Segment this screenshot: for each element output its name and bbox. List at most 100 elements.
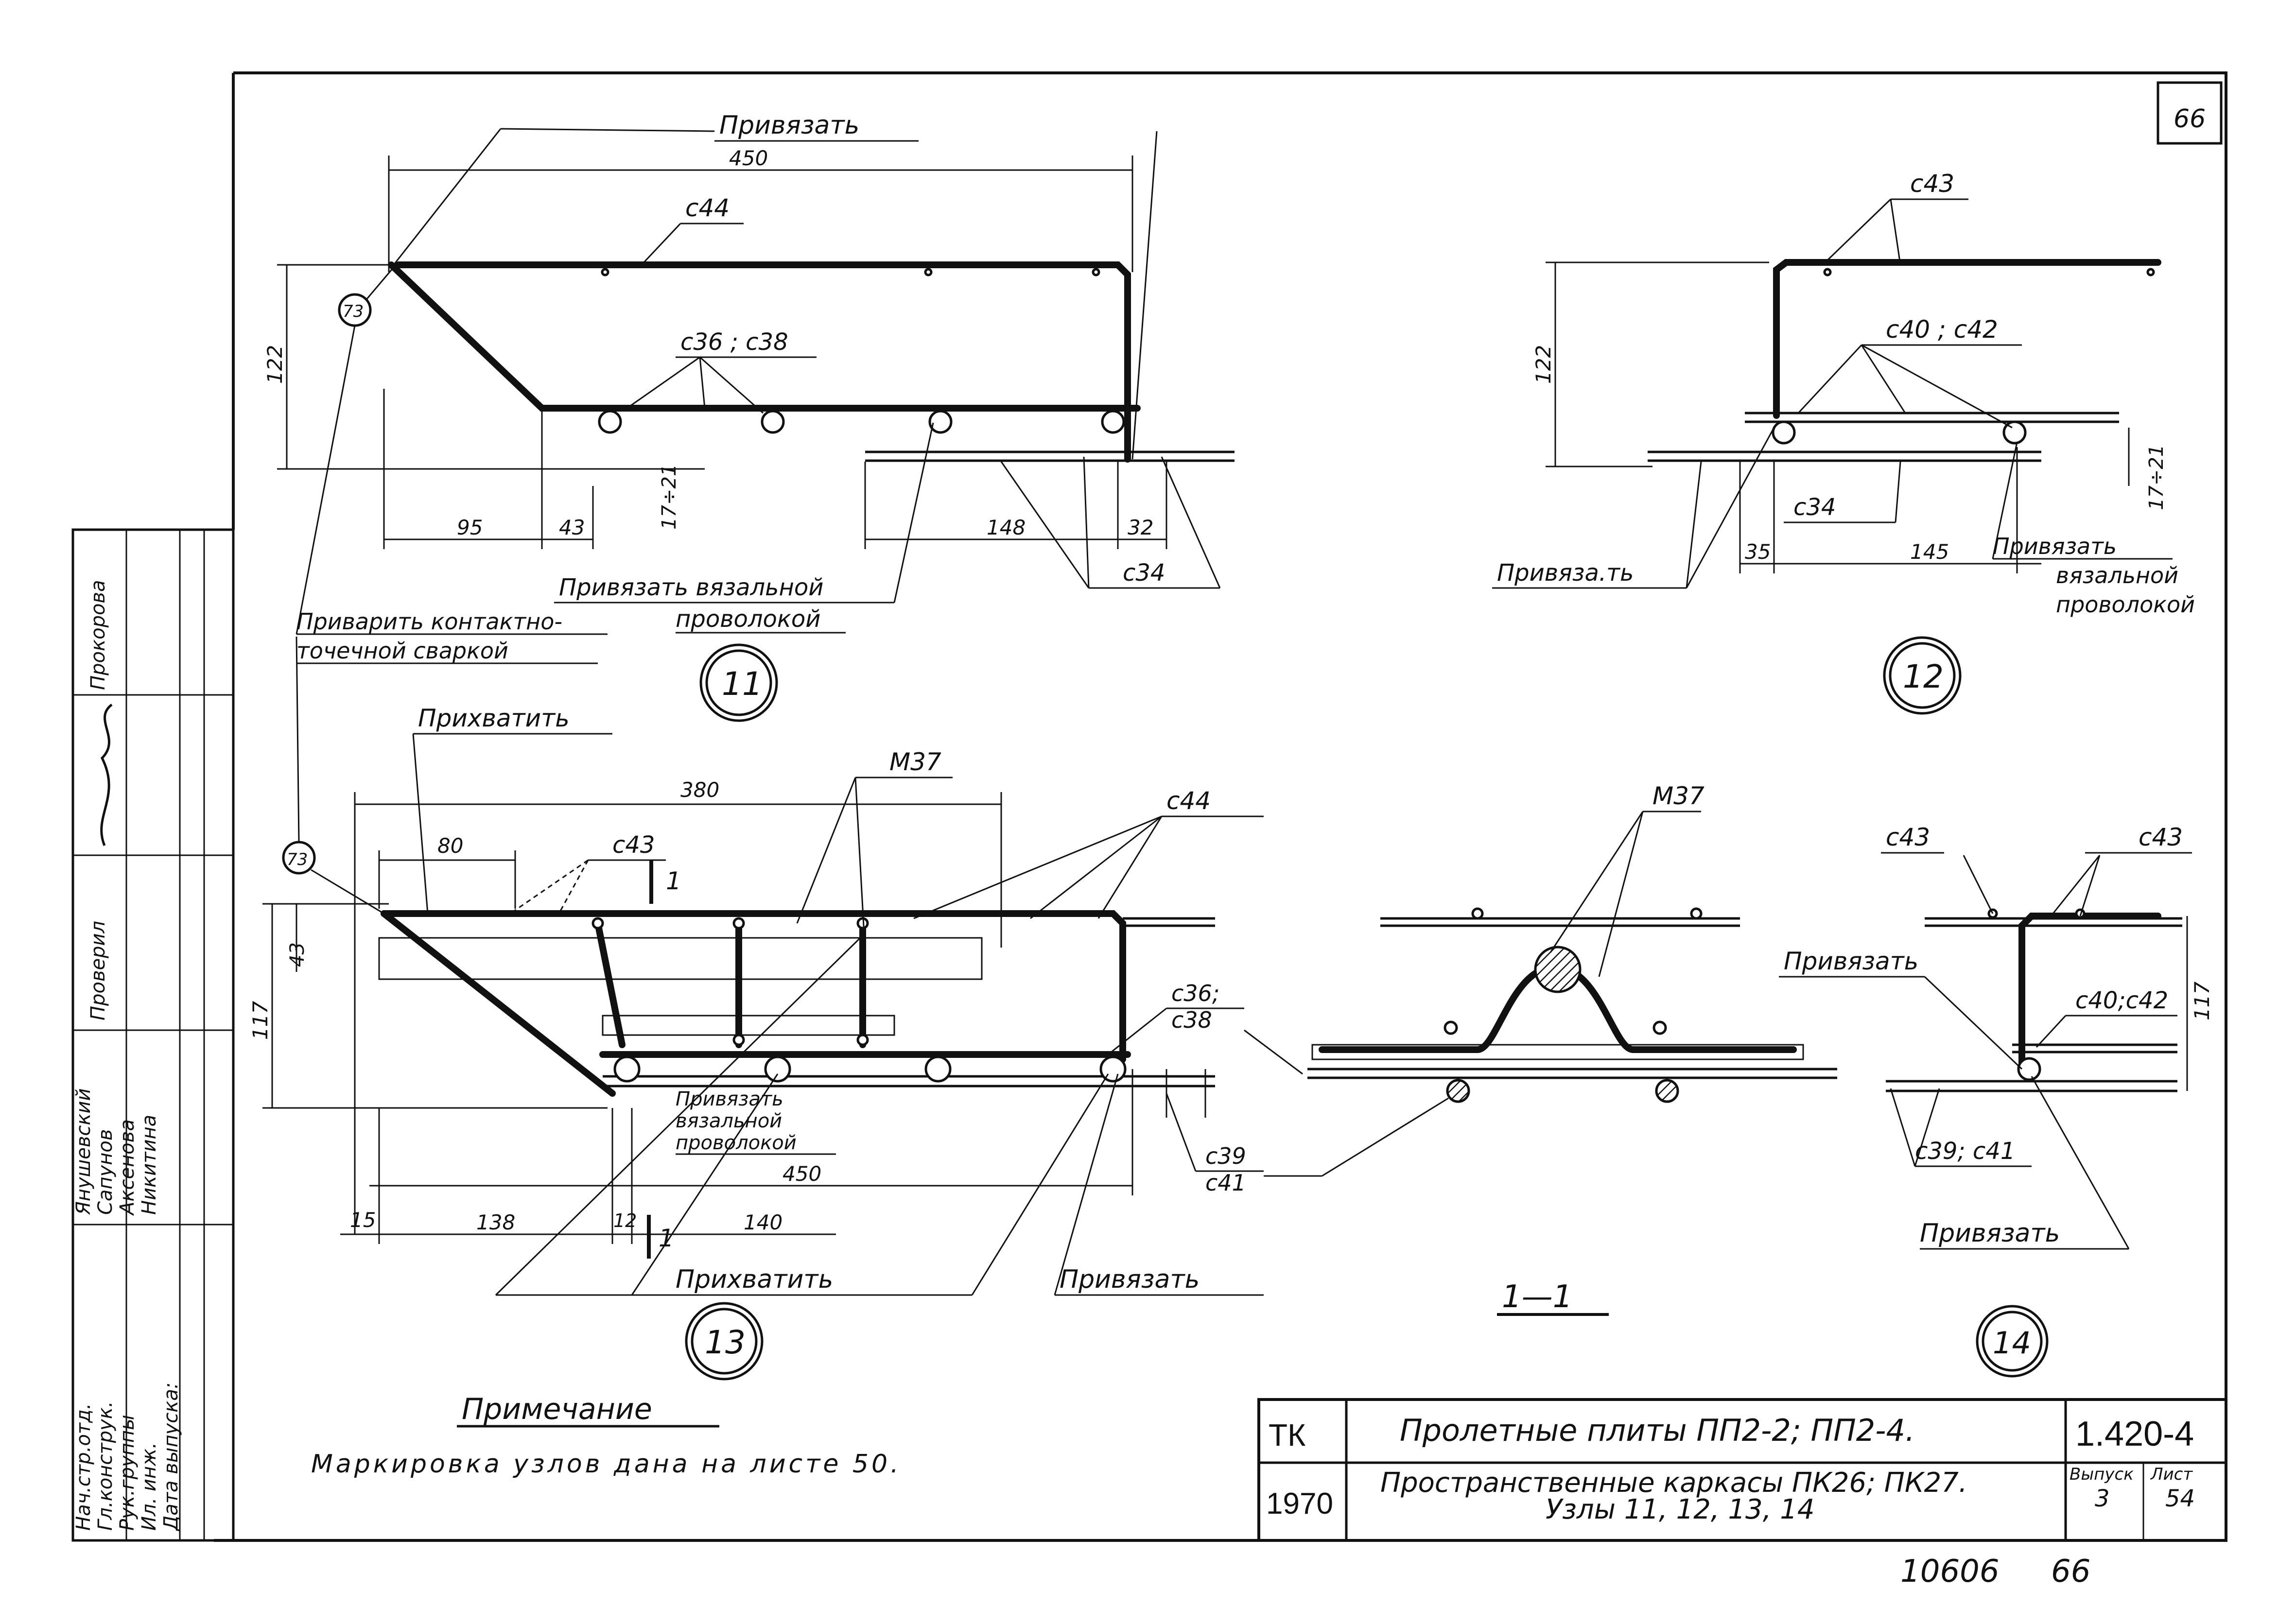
n12-label-c43: c43 — [1910, 170, 1954, 198]
title-issue-value: 3 — [2095, 1485, 2110, 1512]
stamp-checked-label: Проверил — [87, 921, 109, 1020]
n13-tie-1: Привязать — [676, 1088, 783, 1110]
title-issue-label: Выпуск — [2070, 1465, 2134, 1484]
n13-grab-bottom: Прихватить — [676, 1265, 833, 1294]
n12-dim-122: 122 — [1531, 345, 1555, 384]
n14-label-c43-left: c43 — [1886, 823, 1930, 851]
title-line-2: Пространственные каркасы ПК26; ПК27. — [1380, 1467, 1967, 1499]
n11-dim-148: 148 — [987, 516, 1026, 539]
n11-note-tie-1: Привязать вязальной — [559, 574, 823, 601]
n13-dim-138: 138 — [476, 1210, 515, 1234]
stamp-name-3: Аксенова — [116, 1119, 139, 1216]
stamp-role-4: Ил. инж. — [138, 1442, 160, 1531]
title-year: 1970 — [1266, 1487, 1333, 1521]
n11-dim-122: 122 — [263, 345, 287, 384]
n12-dim-17-21: 17÷21 — [2145, 445, 2168, 510]
footer-page-number: 66 — [2051, 1554, 2090, 1590]
n13-section-mark-top: 1 — [666, 867, 681, 895]
n12-dim-35: 35 — [1745, 540, 1771, 564]
n13-label-c39: c39 — [1205, 1143, 1246, 1169]
signature-mark — [100, 704, 113, 846]
n13-dim-380: 380 — [680, 778, 719, 802]
n13-label-c43: c43 — [612, 831, 655, 859]
n14-label-c40-c42: c40;c42 — [2075, 987, 2168, 1014]
n12-dim-145: 145 — [1910, 540, 1949, 564]
n11-label-c36-c38: c36 ; c38 — [680, 328, 788, 356]
n13-label-c41: c41 — [1205, 1170, 1246, 1196]
section-1-1-label: 1—1 — [1502, 1279, 1572, 1315]
stamp-role-1: Нач.стр.отд. — [72, 1403, 95, 1531]
node-13-label: 13 — [705, 1324, 746, 1361]
n13-tie-2: вязальной — [676, 1110, 782, 1132]
n12-label-c40-c42: c40 ; c42 — [1886, 315, 1998, 344]
n13-label-c36: c36; — [1171, 980, 1219, 1006]
n13-label-c38: c38 — [1171, 1007, 1212, 1033]
n13-dim-140: 140 — [744, 1210, 783, 1234]
note-heading: Примечание — [462, 1392, 652, 1426]
node-14-detail: c43 c43 Привязать c40;c42 117 c39; c41 П… — [1779, 823, 2214, 1378]
n12-tie-right-1: Привязать — [1993, 533, 2117, 559]
n13-section-mark-bottom: 1 — [659, 1224, 674, 1252]
n11-note-tie-2: проволокой — [676, 605, 820, 633]
stamp-role-3: Рук.группы — [116, 1415, 139, 1531]
n11-dim-95: 95 — [457, 516, 483, 539]
n13-dim-15: 15 — [350, 1208, 376, 1232]
n13-dim-450: 450 — [783, 1162, 821, 1186]
stamp-name-4: Никитина — [138, 1115, 160, 1215]
n11-dim-43: 43 — [559, 516, 585, 539]
title-block: ТК 1970 Пролетные плиты ПП2-2; ПП2-4. Пр… — [1257, 1398, 2227, 1542]
stamp-name-1: Янушевский — [72, 1088, 95, 1215]
n13-grab-top: Прихватить — [418, 704, 570, 732]
title-line-3: Узлы 11, 12, 13, 14 — [1546, 1494, 1815, 1525]
n13-label-c44: c44 — [1166, 787, 1211, 815]
n13-dim-117: 117 — [248, 1001, 272, 1040]
title-doc-number: 1.420-4 — [2075, 1415, 2194, 1453]
s11-label-m37: M37 — [1652, 782, 1705, 810]
n13-label-m37: M37 — [889, 748, 941, 776]
n12-label-c34: c34 — [1793, 494, 1836, 521]
n11-note-weld-1: Приварить контактно- — [296, 608, 562, 635]
n11-note-weld-2: точечной сваркой — [296, 638, 508, 664]
n14-tie-bottom: Привязать — [1920, 1219, 2060, 1248]
n12-tie-right-3: проволокой — [2056, 591, 2195, 618]
node-11-label: 11 — [722, 665, 763, 703]
n14-tie-top: Привязать — [1784, 947, 1918, 975]
footer-archive-number: 10606 — [1900, 1554, 2000, 1590]
note-block: Примечание Маркировка узлов дана на лист… — [311, 1392, 902, 1479]
node-12-detail: c43 c40 ; c42 122 17÷21 c34 35 145 Привя… — [1492, 170, 2195, 715]
sheet-corner-number: 66 — [2174, 104, 2206, 134]
node-12-label: 12 — [1903, 658, 1944, 695]
n12-tie-left: Привяза.ть — [1497, 559, 1634, 587]
n14-dim-117: 117 — [2190, 982, 2214, 1020]
title-sheet-value: 54 — [2165, 1485, 2195, 1512]
title-sheet-label: Лист — [2150, 1465, 2193, 1484]
node-13-detail: Прихватить M37 380 c44 80 c43 1 117 43 7… — [248, 636, 1264, 1381]
n12-tie-right-2: вязальной — [2056, 562, 2178, 588]
n11-dim-32: 32 — [1128, 516, 1153, 539]
stamp-role-2: Гл.конструк. — [94, 1401, 117, 1531]
n11-weld-marker: 73 — [343, 302, 364, 321]
n11-label-c44: c44 — [685, 194, 730, 222]
n13-dim-43: 43 — [286, 942, 309, 967]
n14-label-c43-right: c43 — [2139, 823, 2183, 851]
section-1-1-detail: M37 1—1 — [1244, 782, 1837, 1316]
stamp-role-5: Дата выпуска: — [160, 1382, 182, 1532]
n11-dim-450: 450 — [729, 146, 768, 170]
n14-label-c39-c41: c39; c41 — [1915, 1138, 2015, 1165]
n13-tie-3: проволокой — [676, 1132, 797, 1154]
n11-dim-17-21: 17÷21 — [658, 464, 680, 530]
n11-label-c34: c34 — [1123, 559, 1165, 587]
note-text: Маркировка узлов дана на листе 50. — [311, 1450, 902, 1479]
node-14-label: 14 — [1993, 1325, 2031, 1361]
approval-stamp: Нач.стр.отд. Гл.конструк. Рук.группы Ил.… — [71, 528, 235, 1542]
title-org: ТК — [1269, 1417, 1305, 1452]
stamp-checker-name: Прокорова — [87, 580, 109, 690]
stamp-name-2: Сапунов — [94, 1129, 117, 1215]
sheet-frame: 66 — [214, 71, 2227, 1542]
n13-tie-bottom: Привязать — [1060, 1265, 1200, 1294]
n11-title-tie: Привязать — [719, 111, 859, 140]
node-11-detail: 450 122 17÷21 95 43 148 32 Привязать c44… — [263, 111, 1235, 722]
n13-dim-12: 12 — [613, 1210, 637, 1231]
n13-weld-marker: 73 — [287, 850, 308, 869]
